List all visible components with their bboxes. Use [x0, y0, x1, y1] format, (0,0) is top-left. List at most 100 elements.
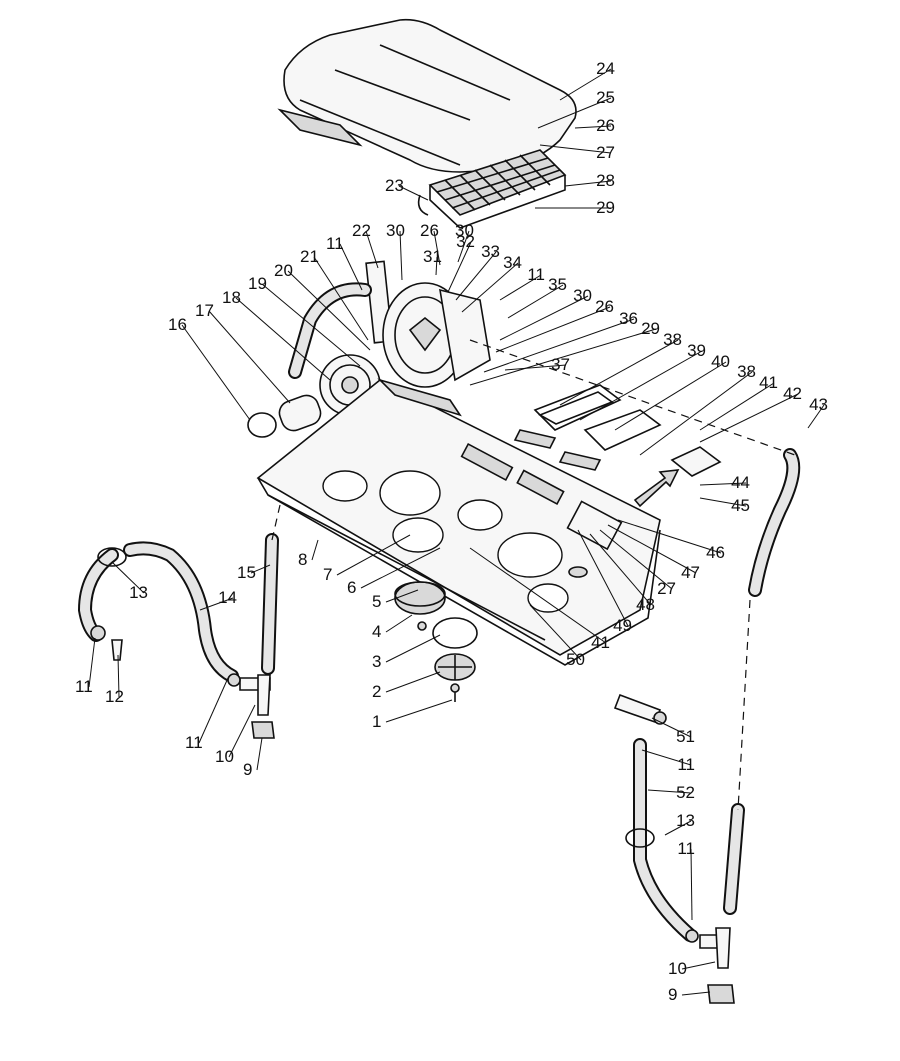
leader-line-11d [499, 274, 542, 301]
callout-6: 6 [347, 578, 356, 597]
callout-44: 44 [731, 473, 750, 492]
leader-line-22 [365, 230, 379, 269]
callout-27b: 27 [596, 143, 615, 162]
callout-20: 20 [274, 261, 293, 280]
callout-25: 25 [596, 88, 615, 107]
top-cover [277, 18, 577, 173]
leader-line-30a [399, 230, 403, 281]
leader-line-11e [641, 749, 692, 766]
callout-34: 34 [503, 253, 522, 272]
callout-26a: 26 [420, 221, 439, 240]
leader-line-32 [447, 241, 472, 293]
callout-5: 5 [372, 592, 381, 611]
leader-line-18 [235, 297, 331, 381]
callout-46: 46 [706, 543, 725, 562]
leader-line-28 [564, 180, 612, 187]
leader-line-26c [574, 125, 612, 129]
leader-line-19 [261, 283, 361, 367]
callout-29a: 29 [641, 319, 660, 338]
leader-line-9b [681, 991, 711, 996]
callout-17: 17 [195, 301, 214, 320]
leader-line-51 [651, 717, 692, 738]
leader-line-41a [699, 382, 775, 431]
callout-11f: 11 [677, 839, 695, 858]
leader-line-8 [311, 539, 319, 561]
leader-line-11b [198, 677, 229, 744]
callout-22: 22 [352, 221, 371, 240]
callout-13a: 13 [129, 583, 148, 602]
leader-line-49 [577, 529, 629, 627]
motor-assembly [247, 260, 491, 438]
leader-line-52 [647, 789, 692, 794]
leader-line-44 [699, 482, 747, 486]
leader-line-1 [385, 699, 453, 723]
callout-51: 51 [676, 727, 695, 746]
callout-10: 10 [215, 747, 234, 766]
callout-23: 23 [385, 176, 404, 195]
callout-21: 21 [300, 247, 319, 266]
filter-grid [417, 149, 567, 229]
leader-line-29a [469, 328, 657, 386]
callout-11c: 11 [326, 234, 344, 253]
leader-line-14 [199, 597, 234, 611]
leader-line-30c [499, 295, 589, 341]
callout-11a: 11 [75, 677, 93, 696]
drain-parts [394, 581, 478, 702]
callout-19: 19 [248, 274, 267, 293]
callout-18: 18 [222, 288, 241, 307]
leader-line-11c [339, 243, 363, 291]
callout-33: 33 [481, 242, 500, 261]
callout-30a: 30 [386, 221, 405, 240]
leader-line-39 [579, 350, 703, 421]
leader-line-13a [111, 561, 145, 594]
leader-line-42 [699, 393, 799, 443]
callout-49: 49 [613, 616, 632, 635]
leader-line-10 [228, 704, 256, 758]
leader-line-2 [385, 671, 441, 693]
leader-line-3 [385, 634, 441, 663]
callout-30b: 30 [455, 221, 474, 240]
callout-14: 14 [218, 588, 237, 607]
callout-11e: 11 [677, 755, 695, 774]
callout-4: 4 [372, 622, 381, 641]
callout-2: 2 [372, 682, 381, 701]
leader-line-7 [336, 534, 411, 576]
callout-39: 39 [687, 341, 706, 360]
leader-line-20 [287, 270, 371, 351]
leader-line-46 [617, 519, 722, 554]
leader-line-31 [435, 256, 438, 276]
callout-13b: 13 [676, 811, 695, 830]
leader-line-10b [681, 961, 716, 970]
leader-line-5 [385, 589, 419, 603]
callout-26b: 26 [595, 297, 614, 316]
leader-line-48 [589, 533, 652, 606]
leader-line-27b [539, 144, 612, 154]
callout-32: 32 [456, 232, 475, 251]
leader-line-11a [88, 637, 96, 688]
leader-line-27a [599, 529, 673, 590]
callout-40: 40 [711, 352, 730, 371]
leader-line-26a [433, 230, 441, 266]
leader-line-33 [455, 251, 497, 301]
leader-line-36 [483, 318, 635, 373]
callout-11b: 11 [185, 733, 203, 752]
leader-line-15 [250, 564, 271, 574]
leader-line-47 [607, 524, 697, 574]
leader-lines [88, 68, 825, 996]
callout-15: 15 [237, 563, 256, 582]
leader-line-23 [398, 185, 429, 201]
leader-line-50 [529, 604, 582, 661]
callout-29b: 29 [596, 198, 615, 217]
leader-line-16 [181, 324, 251, 421]
leader-line-26b [495, 306, 611, 353]
callout-31: 31 [423, 247, 442, 266]
callout-52: 52 [676, 783, 695, 802]
callout-12: 12 [105, 687, 124, 706]
callout-9: 9 [243, 760, 252, 779]
callout-50: 50 [566, 650, 585, 669]
gaskets [513, 384, 722, 477]
leader-line-37 [504, 364, 567, 371]
leader-line-34 [461, 262, 519, 313]
